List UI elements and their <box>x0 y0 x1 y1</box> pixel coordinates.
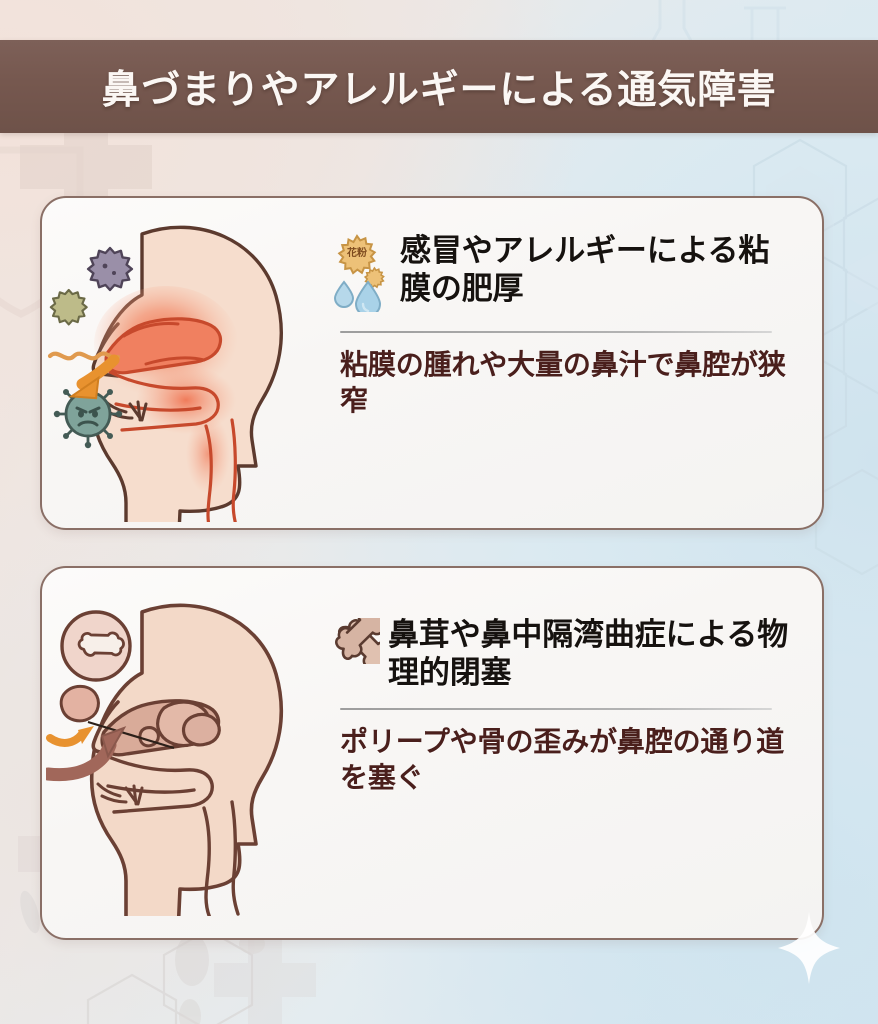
card-body-text: 粘膜の腫れや大量の鼻汁で鼻腔が狭窄 <box>340 349 786 417</box>
page-title: 鼻づまりやアレルギーによる通気障害 <box>101 68 777 112</box>
virus-particle-olive <box>49 288 88 326</box>
blocked-airflow-arrow <box>68 354 120 400</box>
mouth-region <box>96 782 144 806</box>
medical-cross <box>20 101 152 233</box>
nasal-polyp-mass <box>138 700 221 748</box>
card-text-block: 鼻茸や鼻中隔湾曲症による物理的閉塞 ポリープや骨の歪みが鼻腔の通り道を塞ぐ <box>334 568 822 938</box>
nasal-polyp-mass <box>59 684 100 723</box>
airway-passage <box>100 752 240 916</box>
water-droplet-small <box>333 280 355 308</box>
pollen-badge-icon: 花粉 <box>333 234 392 317</box>
blocked-airflow-arrow-brown <box>46 726 127 782</box>
blocked-airflow-arrow-orange <box>46 726 94 747</box>
illustration-nasal-polyp-obstruction <box>42 568 334 938</box>
wavy-airflow-line <box>47 351 121 361</box>
polyp-pointer-line <box>87 720 175 750</box>
header-banner: 鼻づまりやアレルギーによる通気障害 <box>0 40 878 133</box>
blob-decoration <box>20 890 265 1024</box>
bone-callout-circle <box>60 610 132 682</box>
card-divider <box>340 331 772 333</box>
pollen-label: 花粉 <box>346 246 367 259</box>
card-title: 鼻茸や鼻中隔湾曲症による物理的閉塞 <box>388 617 789 690</box>
hexagon-pattern <box>86 928 254 1024</box>
virus-particle-purple <box>86 246 134 292</box>
crossed-bones-icon <box>334 605 393 672</box>
card-text-block: 花粉 <box>333 198 822 528</box>
four-point-star-icon <box>778 912 840 984</box>
card-divider <box>340 707 772 710</box>
illustration-inflamed-nasal-cavity <box>42 198 334 528</box>
card-title: 感冒やアレルギーによる粘膜の肥厚 <box>400 233 770 306</box>
inflammation-glow <box>186 414 230 494</box>
medical-cross <box>214 929 316 1024</box>
cause-card-physical-obstruction: 鼻茸や鼻中隔湾曲症による物理的閉塞 ポリープや骨の歪みが鼻腔の通り道を塞ぐ <box>40 566 824 940</box>
cause-card-mucosal-thickening: 花粉 <box>40 196 824 530</box>
card-body-text: ポリープや骨の歪みが鼻腔の通り道を塞ぐ <box>340 725 785 794</box>
airway-passage <box>108 370 237 522</box>
